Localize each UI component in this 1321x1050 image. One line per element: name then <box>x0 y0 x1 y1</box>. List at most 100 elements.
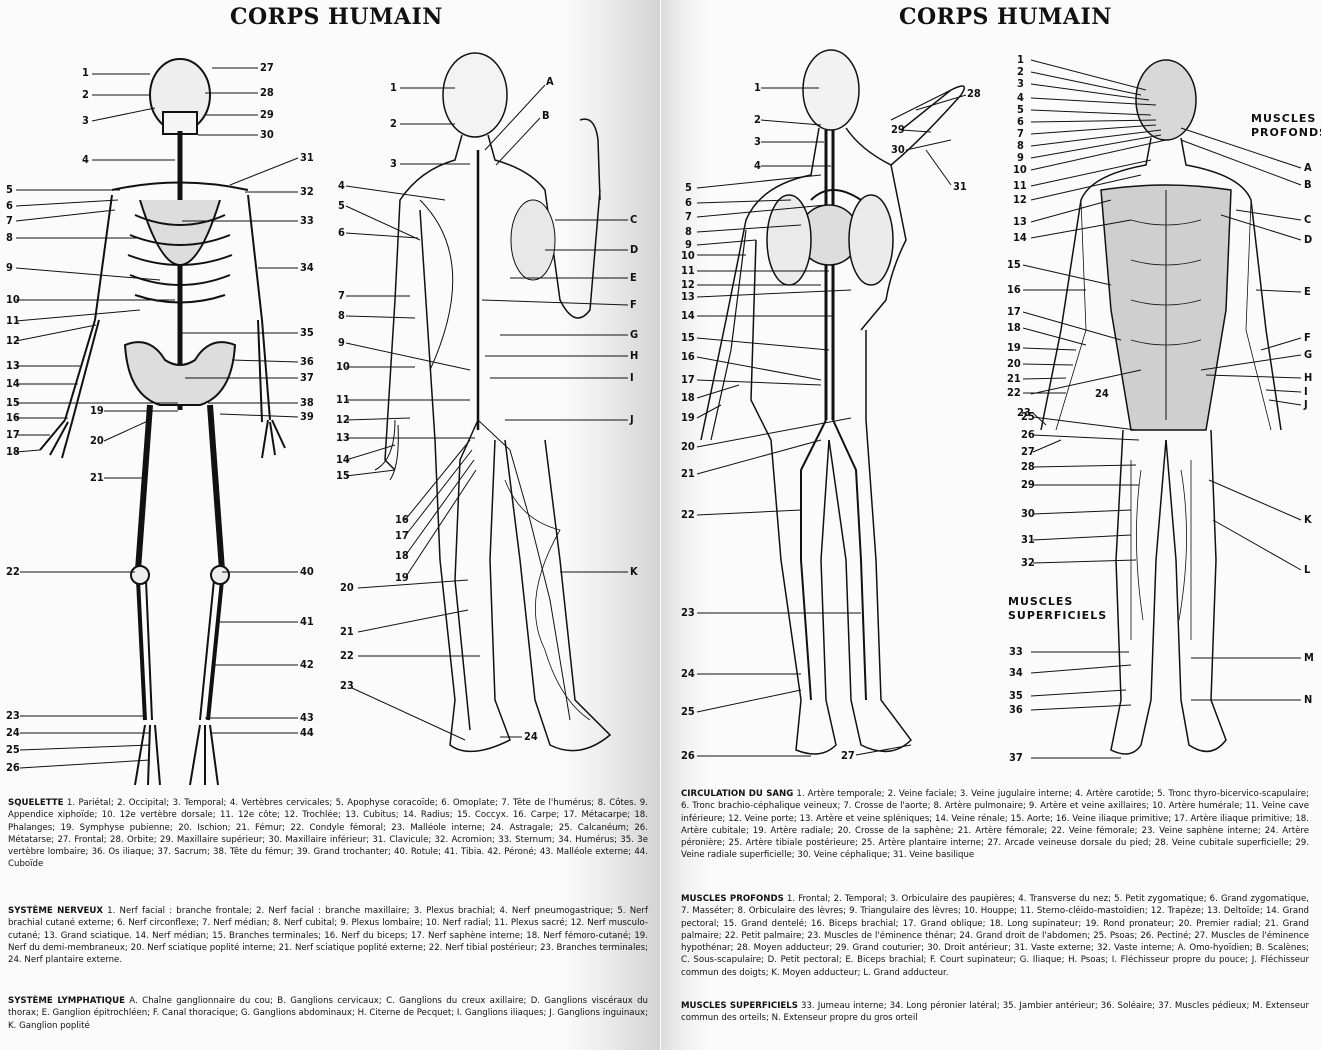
skeleton-figure <box>40 59 285 785</box>
circulation-figure <box>701 50 964 754</box>
callout-label: 13 <box>6 360 20 372</box>
legend-text: 1. Pariétal; 2. Occipital; 3. Temporal; … <box>8 798 648 869</box>
callout-label: K <box>630 566 638 578</box>
callout-label: C <box>630 214 637 226</box>
callout-label: A <box>1304 162 1312 174</box>
callout-label: 19 <box>681 412 695 424</box>
callout-label: 24 <box>1095 388 1109 400</box>
callout-label: 4 <box>82 154 89 166</box>
callout-label: 22 <box>340 650 354 662</box>
callout-label: 2 <box>754 114 761 126</box>
callout-label: 34 <box>1009 667 1023 679</box>
callout-label: 18 <box>1007 322 1021 334</box>
callout-label: 5 <box>6 184 13 196</box>
callout-label: 7 <box>6 215 13 227</box>
callout-label: 28 <box>260 87 274 99</box>
callout-label: 32 <box>1021 557 1035 569</box>
callout-label: 7 <box>685 211 692 223</box>
callout-label: 20 <box>681 441 695 453</box>
callout-label: 1 <box>390 82 397 94</box>
right-page: CORPS HUMAIN <box>661 0 1321 1050</box>
callout-label: 11 <box>1013 180 1027 192</box>
callout-label: 2 <box>390 118 397 130</box>
callout-label: 41 <box>300 616 314 628</box>
callout-label: 19 <box>1007 342 1021 354</box>
callout-label: J <box>1304 399 1308 411</box>
callout-label: 33 <box>300 215 314 227</box>
callout-label: 3 <box>390 158 397 170</box>
callout-label: 3 <box>754 136 761 148</box>
callout-label: E <box>1304 286 1311 298</box>
callout-label: 28 <box>1021 461 1035 473</box>
callout-label: 16 <box>395 514 409 526</box>
callout-label: F <box>630 299 637 311</box>
callout-label: 6 <box>338 227 345 239</box>
callout-label: 10 <box>336 361 350 373</box>
legend-text: 1. Nerf facial : branche frontale; 2. Ne… <box>8 906 648 965</box>
callout-label: 2 <box>82 89 89 101</box>
callout-label: 38 <box>300 397 314 409</box>
callout-label: J <box>630 414 634 426</box>
caption-muscles-profonds: MUSCLES PROFONDS <box>1251 112 1311 140</box>
callout-label: 27 <box>1021 446 1035 458</box>
callout-label: 10 <box>681 250 695 262</box>
callout-label: B <box>1304 179 1312 191</box>
callout-label: 9 <box>338 337 345 349</box>
callout-label: 14 <box>1013 232 1027 244</box>
callout-label: 6 <box>6 200 13 212</box>
callout-label: 11 <box>681 265 695 277</box>
callout-label: 33 <box>1009 646 1023 658</box>
callout-label: 28 <box>967 88 981 100</box>
callout-label: 35 <box>300 327 314 339</box>
callout-label: 27 <box>841 750 855 762</box>
callout-label: 14 <box>6 378 20 390</box>
legend-circulation: CIRCULATION DU SANG 1. Artère temporale;… <box>681 788 1309 862</box>
callout-label: 16 <box>1007 284 1021 296</box>
callout-label: 30 <box>891 144 905 156</box>
legend-text: 1. Frontal; 2. Temporal; 3. Orbiculaire … <box>681 894 1309 978</box>
legend-muscles-profonds: MUSCLES PROFONDS 1. Frontal; 2. Temporal… <box>681 893 1309 979</box>
callout-label: 12 <box>1013 194 1027 206</box>
callout-label: I <box>630 372 634 384</box>
callout-label: 40 <box>300 566 314 578</box>
callout-label: 6 <box>685 197 692 209</box>
callout-label: 29 <box>260 109 274 121</box>
callout-label: 15 <box>336 470 350 482</box>
callout-label: 13 <box>336 432 350 444</box>
callout-label: 16 <box>681 351 695 363</box>
callout-label: 17 <box>395 530 409 542</box>
callout-label: 17 <box>6 429 20 441</box>
callout-label: 26 <box>681 750 695 762</box>
callout-label: 31 <box>953 181 967 193</box>
callout-label: 36 <box>300 356 314 368</box>
callout-label: 26 <box>6 762 20 774</box>
callout-label: 5 <box>338 200 345 212</box>
callout-label: 42 <box>300 659 314 671</box>
callout-label: 19 <box>395 572 409 584</box>
callout-label: 3 <box>82 115 89 127</box>
callout-label: 4 <box>754 160 761 172</box>
callout-label: 23 <box>681 607 695 619</box>
callout-label: 25 <box>681 706 695 718</box>
legend-heading: MUSCLES SUPERFICIELS <box>681 1001 798 1011</box>
callout-label: 8 <box>338 310 345 322</box>
callout-label: 7 <box>338 290 345 302</box>
callout-label: D <box>1304 234 1312 246</box>
callout-label: 3 <box>1017 78 1024 90</box>
callout-label: 11 <box>336 394 350 406</box>
callout-label: 1 <box>82 67 89 79</box>
callout-label: 17 <box>1007 306 1021 318</box>
callout-label: 21 <box>681 468 695 480</box>
callout-label: 15 <box>681 332 695 344</box>
callout-label: 21 <box>1007 373 1021 385</box>
callout-label: 34 <box>300 262 314 274</box>
callout-label: 25 <box>6 744 20 756</box>
callout-label: 15 <box>1007 259 1021 271</box>
callout-label: 31 <box>1021 534 1035 546</box>
callout-label: A <box>546 76 554 88</box>
callout-label: 39 <box>300 411 314 423</box>
callout-label: K <box>1304 514 1312 526</box>
legend-heading: SQUELETTE <box>8 798 63 808</box>
callout-label: 17 <box>681 374 695 386</box>
callout-label: 24 <box>524 731 538 743</box>
